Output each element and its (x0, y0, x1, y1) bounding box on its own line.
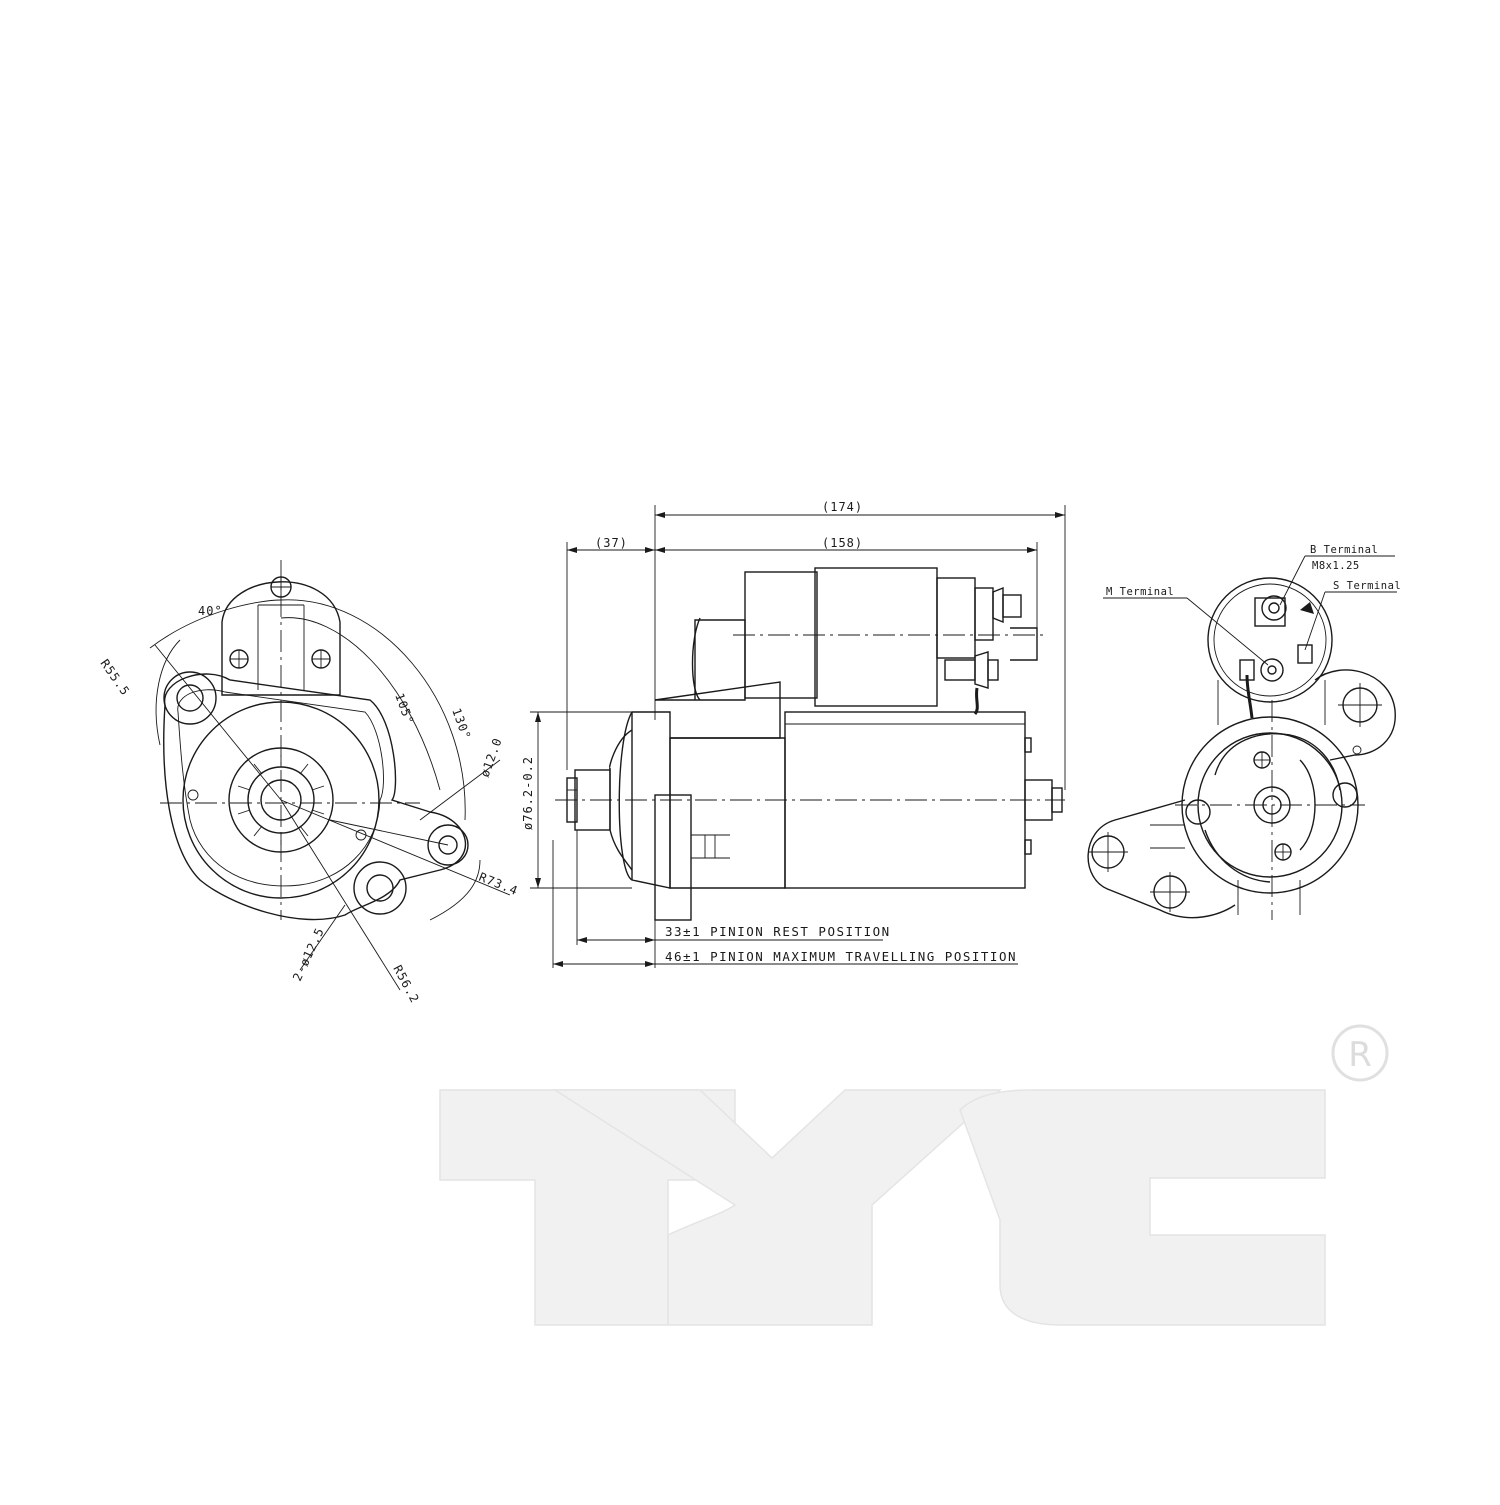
pinion-rest-note: 33±1 PINION REST POSITION (665, 924, 891, 939)
tyc-logo: R (439, 1024, 1389, 1326)
rear-view: B Terminal M8x1.25 S Terminal M Terminal (1087, 544, 1401, 920)
registered-mark-letter: R (1348, 1035, 1372, 1075)
pilot-diameter-label: ø76.2-0.2 (521, 756, 535, 830)
s-terminal-label: S Terminal (1333, 580, 1401, 592)
radius-73-4-label: R73.4 (477, 870, 520, 898)
hole-diameter-label: ø12.0 (478, 736, 505, 779)
b-thread-label: M8x1.25 (1312, 560, 1360, 572)
hole-count-label: 2-ø12.5 (290, 925, 327, 983)
angle-40-label: 40° (198, 604, 223, 618)
registered-mark-icon (1331, 1024, 1389, 1082)
b-terminal-label: B Terminal (1310, 544, 1378, 556)
radius-56-2-label: R56.2 (390, 963, 422, 1006)
front-view: 40° 105° 130° R55.5 R73.4 R56.2 ø12.0 2-… (98, 560, 520, 1006)
body-length-label: (158) (822, 536, 863, 550)
overall-length-label: (174) (822, 500, 863, 514)
m-terminal-label: M Terminal (1106, 586, 1174, 598)
angle-105-label: 105° (392, 691, 416, 727)
pinion-max-note: 46±1 PINION MAXIMUM TRAVELLING POSITION (665, 949, 1017, 964)
front-offset-label: (37) (595, 536, 628, 550)
radius-55-5-label: R55.5 (98, 657, 133, 699)
side-view: (174) (37) (158) (521, 500, 1066, 968)
